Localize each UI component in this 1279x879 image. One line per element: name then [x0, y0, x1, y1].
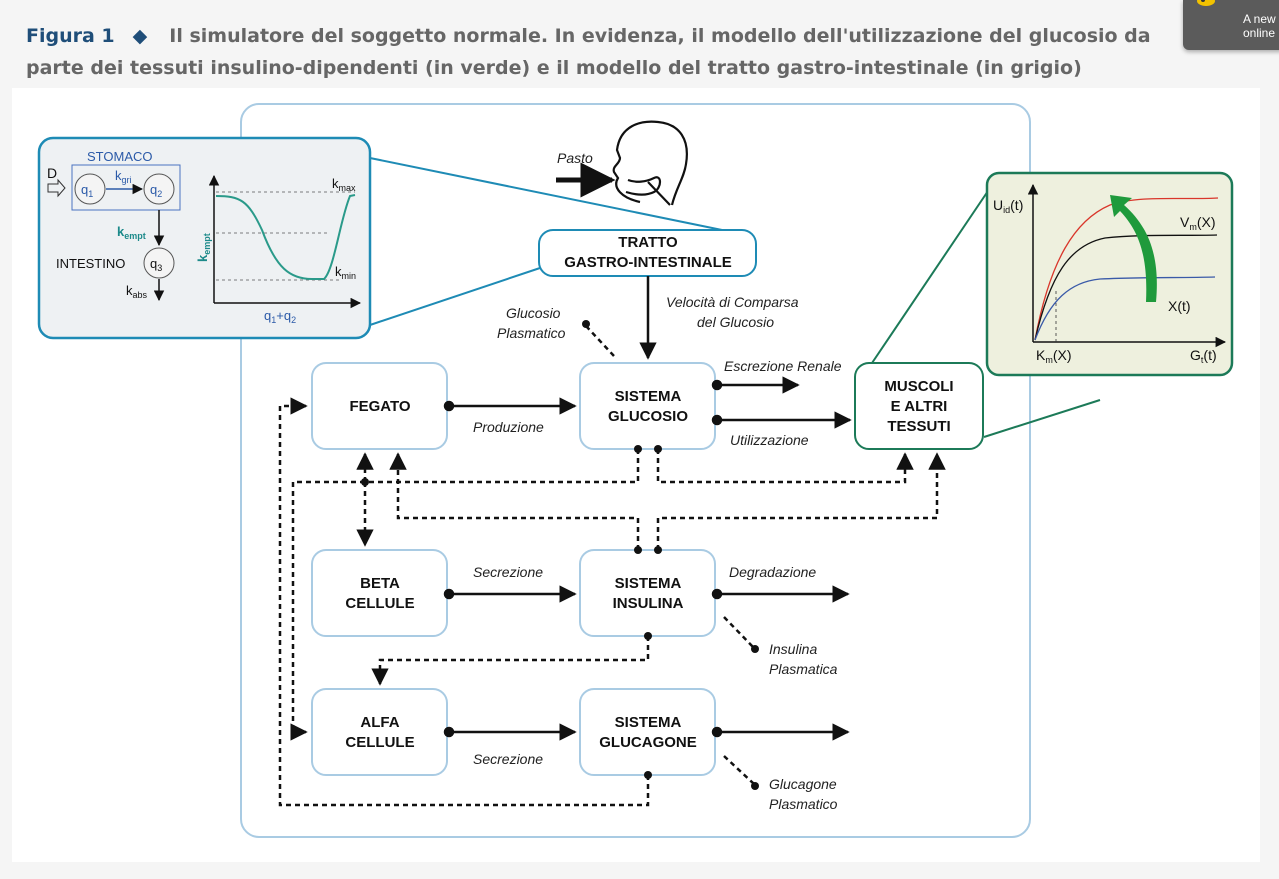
figure-caption: Figura 1 ◆Il simulatore del soggetto norm… — [26, 20, 1196, 84]
svg-text:MUSCOLI: MUSCOLI — [884, 378, 953, 395]
red-curve — [1034, 197, 1219, 341]
svg-text:Uid(t): Uid(t) — [993, 197, 1023, 215]
svg-text:TRATTO: TRATTO — [618, 234, 678, 251]
svg-text:q2: q2 — [150, 182, 162, 199]
svg-text:kgri: kgri — [115, 168, 132, 185]
dose-arrow-icon — [47, 178, 66, 198]
svg-text:kempt: kempt — [195, 233, 212, 262]
black-curve — [1034, 234, 1218, 341]
svg-text:SISTEMA: SISTEMA — [615, 388, 682, 405]
blue-curve — [1034, 276, 1216, 341]
svg-text:kmax: kmax — [332, 176, 356, 193]
stomach-compartment — [71, 164, 181, 211]
notification-toast[interactable]: A new online — [1183, 0, 1279, 50]
kempt-curve — [215, 194, 356, 280]
svg-text:kabs: kabs — [126, 283, 148, 300]
toast-text: A new online — [1243, 12, 1276, 40]
svg-text:CELLULE: CELLULE — [345, 595, 414, 612]
box-sistema-glucagone: SISTEMA GLUCAGONE — [579, 688, 716, 776]
svg-text:kmin: kmin — [335, 264, 356, 281]
svg-text:BETA: BETA — [360, 575, 400, 592]
secrezione-alfa-label: Secrezione — [473, 751, 543, 767]
box-beta: BETA CELLULE — [311, 549, 448, 637]
box-muscoli: MUSCOLI E ALTRI TESSUTI — [854, 362, 984, 450]
insulina-plasmatica-1: Insulina — [769, 641, 817, 657]
svg-text:q3: q3 — [150, 256, 162, 273]
svg-text:ALFA: ALFA — [360, 714, 399, 731]
glucosio-plasmatico-1: Glucosio — [506, 305, 561, 321]
svg-text:GASTRO-INTESTINALE: GASTRO-INTESTINALE — [564, 254, 732, 271]
glucosio-plasmatico-2: Plasmatico — [497, 325, 566, 341]
velocita-label-2: del Glucosio — [697, 314, 774, 330]
diamond-icon: ◆ — [132, 25, 148, 47]
svg-text:Vm(X): Vm(X) — [1180, 214, 1216, 232]
secrezione-beta-label: Secrezione — [473, 564, 543, 580]
produzione-label: Produzione — [473, 419, 544, 435]
box-tratto: TRATTO GASTRO-INTESTINALE — [538, 229, 757, 277]
svg-text:FEGATO: FEGATO — [349, 398, 410, 415]
svg-text:Gt(t): Gt(t) — [1190, 347, 1217, 365]
xt-label: X(t) — [1168, 298, 1191, 314]
figure-label: Figura 1 — [26, 25, 115, 47]
box-fegato: FEGATO — [311, 362, 448, 450]
pasto-label: Pasto — [557, 150, 593, 166]
head-icon — [612, 120, 688, 206]
dashed-arrows — [278, 325, 946, 807]
escrezione-renale-label: Escrezione Renale — [724, 358, 842, 374]
dose-label: D — [47, 165, 57, 181]
svg-text:GLUCOSIO: GLUCOSIO — [608, 408, 688, 425]
main-frame — [240, 103, 1031, 838]
gi-inset: STOMACO D q1 kgri q2 kempt INTESTINO q3 … — [37, 136, 723, 340]
glucagone-plasmatico-2: Plasmatico — [769, 796, 838, 812]
stomaco-label: STOMACO — [87, 149, 153, 164]
svg-text:Km(X): Km(X) — [1036, 347, 1072, 365]
solid-arrows — [443, 276, 852, 741]
svg-text:TESSUTI: TESSUTI — [887, 418, 950, 435]
intestino-label: INTESTINO — [56, 256, 125, 271]
dashed-arrow-dots — [361, 320, 759, 790]
degradazione-label: Degradazione — [729, 564, 816, 580]
svg-text:q1+q2: q1+q2 — [264, 308, 296, 325]
velocita-label-1: Velocità di Comparsa — [666, 294, 799, 310]
svg-text:kempt: kempt — [117, 224, 146, 241]
notification-icon — [1197, 0, 1215, 6]
svg-text:SISTEMA: SISTEMA — [615, 575, 682, 592]
box-sistema-insulina: SISTEMA INSULINA — [579, 549, 716, 637]
svg-text:GLUCAGONE: GLUCAGONE — [599, 734, 697, 751]
increase-arrow-icon — [1110, 195, 1157, 302]
svg-text:E ALTRI: E ALTRI — [891, 398, 948, 415]
svg-text:INSULINA: INSULINA — [613, 595, 684, 612]
box-alfa: ALFA CELLULE — [311, 688, 448, 776]
box-sistema-glucosio: SISTEMA GLUCOSIO — [579, 362, 716, 450]
svg-text:SISTEMA: SISTEMA — [615, 714, 682, 731]
insulina-plasmatica-2: Plasmatica — [769, 661, 838, 677]
glucagone-plasmatico-1: Glucagone — [769, 776, 837, 792]
utilizzazione-label: Utilizzazione — [730, 432, 809, 448]
svg-text:CELLULE: CELLULE — [345, 734, 414, 751]
svg-text:q1: q1 — [81, 182, 93, 199]
muscle-inset: Uid(t) Vm(X) X(t) Km(X) Gt(t) — [871, 171, 1234, 438]
caption-text: Il simulatore del soggetto normale. In e… — [26, 25, 1151, 79]
